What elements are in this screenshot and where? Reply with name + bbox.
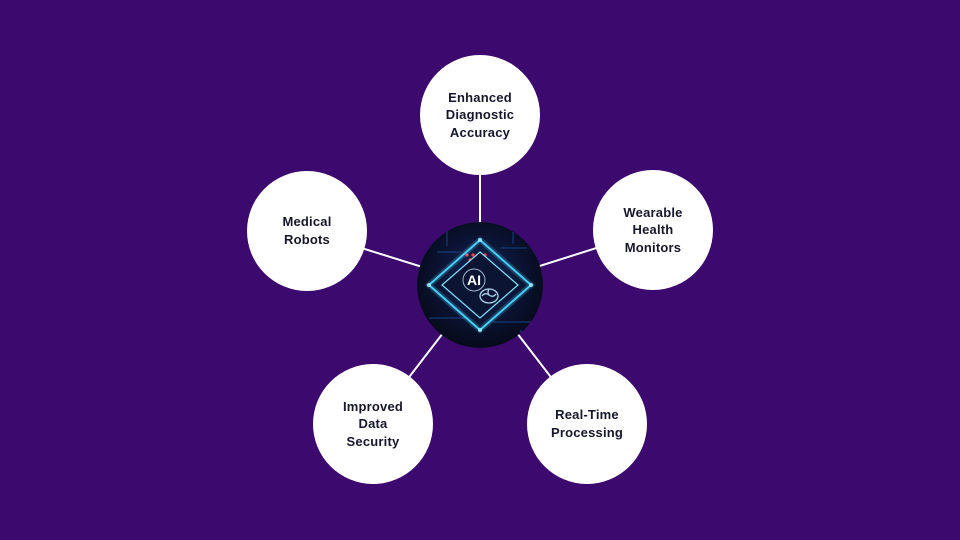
node-label: Real-Time Processing xyxy=(550,407,624,440)
node-medical-robots: Medical Robots xyxy=(247,171,367,291)
node-label: Wearable Health Monitors xyxy=(623,204,683,255)
node-wearable-health-monitors: Wearable Health Monitors xyxy=(593,170,713,290)
ai-chip-hub: AI xyxy=(417,222,543,348)
ai-ring xyxy=(462,268,486,292)
node-enhanced-diagnostic-accuracy: Enhanced Diagnostic Accuracy xyxy=(420,55,540,175)
brain-icon xyxy=(479,288,499,304)
node-improved-data-security: Improved Data Security xyxy=(313,364,433,484)
hub-ai-label: AI xyxy=(467,272,481,288)
ai-chip-illustration: AI xyxy=(417,222,543,348)
node-real-time-processing: Real-Time Processing xyxy=(527,364,647,484)
node-label: Medical Robots xyxy=(282,214,332,247)
node-label: Improved Data Security xyxy=(342,398,404,449)
node-label: Enhanced Diagnostic Accuracy xyxy=(445,89,515,140)
